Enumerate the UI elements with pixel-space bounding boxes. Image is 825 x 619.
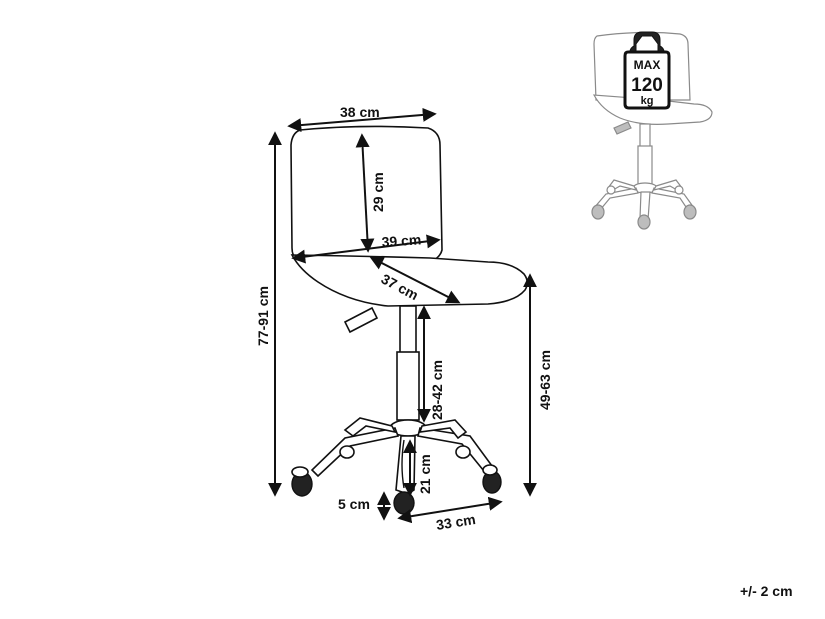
dim-line-seat-width	[291, 234, 441, 264]
label-seat-width: 39 cm	[381, 231, 422, 250]
chair-caster	[455, 445, 471, 459]
label-column-height: 28-42 cm	[429, 360, 445, 420]
dim-line-base-width	[397, 496, 503, 524]
chair-base-leg	[395, 435, 416, 495]
label-caster-height: 5 cm	[338, 496, 370, 512]
chair-base-leg	[418, 419, 468, 440]
chair-base-leg	[310, 427, 400, 478]
label-total-height: 77-91 cm	[255, 286, 271, 346]
chair-column-cover	[396, 351, 420, 421]
chair-column-upper	[399, 305, 417, 355]
weight-badge-frame	[623, 50, 671, 110]
max-load-unit: kg	[641, 95, 654, 107]
dim-line-back-width	[287, 107, 437, 133]
chair-caster	[339, 445, 355, 459]
thumb-caster	[606, 185, 616, 195]
label-base-height: 21 cm	[417, 454, 433, 494]
label-base-width: 33 cm	[435, 511, 477, 533]
max-load-label: MAX	[634, 58, 661, 72]
max-load-value: 120	[631, 75, 663, 96]
dimension-lines	[268, 107, 537, 524]
label-seat-height: 49-63 cm	[537, 350, 553, 410]
thumb-lever	[613, 121, 632, 135]
label-back-width: 38 cm	[340, 104, 380, 120]
thumb-column-upper	[639, 123, 651, 149]
chair-base-leg	[343, 417, 397, 438]
thumb-column-cover	[637, 145, 653, 185]
chair-caster	[291, 466, 309, 478]
tolerance-note: +/- 2 cm	[740, 583, 793, 599]
dim-line-back-height	[355, 133, 375, 253]
chair-lever	[343, 306, 379, 334]
thumb-caster	[637, 214, 651, 230]
chair-caster	[482, 464, 498, 476]
thumb-caster	[683, 204, 697, 220]
dim-line-seat-depth	[369, 256, 461, 304]
thumb-caster	[591, 204, 605, 220]
chair-caster	[393, 491, 415, 515]
max-load-badge: MAX 120 kg	[623, 31, 671, 110]
label-back-height: 29 cm	[370, 172, 386, 212]
thumb-caster	[674, 185, 684, 195]
